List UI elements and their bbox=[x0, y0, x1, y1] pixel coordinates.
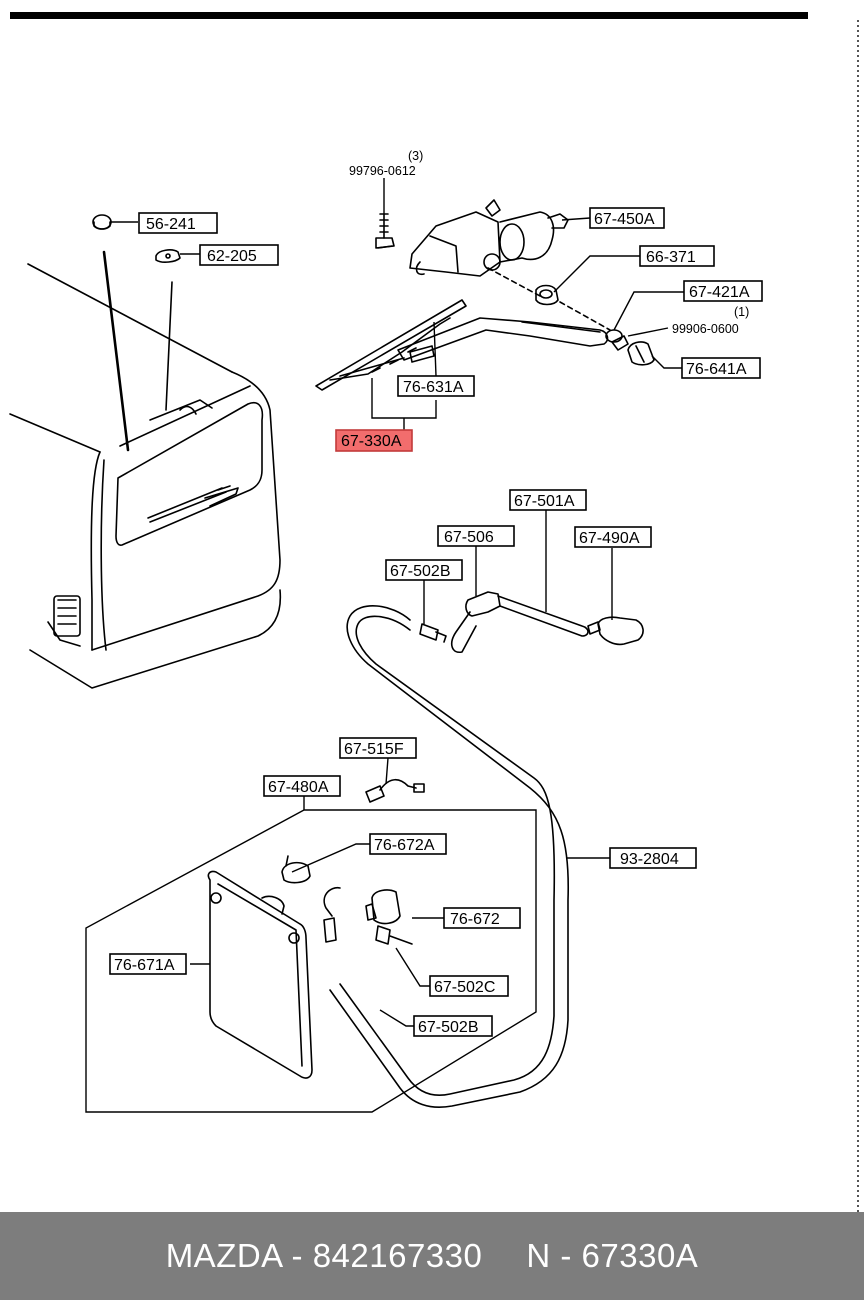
svg-text:67-330A: 67-330A bbox=[341, 433, 402, 450]
assembly-outline-67480A bbox=[85, 809, 537, 1113]
label-67-450A: 67-450A bbox=[589, 207, 665, 229]
label-67-502B-bottom: 67-502B bbox=[413, 1015, 493, 1037]
svg-text:62-205: 62-205 bbox=[207, 248, 257, 265]
wiper-arm bbox=[397, 317, 623, 363]
svg-text:67-506: 67-506 bbox=[444, 529, 494, 546]
cap-76641A bbox=[627, 341, 655, 366]
grommet-66371 bbox=[535, 284, 559, 306]
pump-76672 bbox=[323, 886, 413, 945]
parts-diagram: 56-241 62-205 67-450A 66-371 67-421A 76-… bbox=[9, 12, 859, 1212]
svg-text:67-480A: 67-480A bbox=[268, 779, 329, 796]
svg-text:76-672A: 76-672A bbox=[374, 837, 435, 854]
label-67-501A: 67-501A bbox=[509, 489, 587, 511]
footer-brand-number: MAZDA - 842167330 bbox=[165, 1237, 483, 1274]
label-76-671A: 76-671A bbox=[109, 953, 187, 975]
top-border-bar bbox=[10, 12, 808, 19]
label-67-502C: 67-502C bbox=[429, 975, 509, 997]
joint-67506 bbox=[450, 591, 501, 654]
nut-99906 bbox=[611, 335, 629, 351]
label-76-631A: 76-631A bbox=[397, 375, 475, 397]
svg-text:67-450A: 67-450A bbox=[594, 211, 655, 228]
svg-text:67-502B: 67-502B bbox=[418, 1019, 479, 1036]
svg-text:56-241: 56-241 bbox=[146, 216, 196, 233]
hose-67501A bbox=[497, 595, 589, 637]
label-67-490A: 67-490A bbox=[574, 526, 652, 548]
svg-text:76-672: 76-672 bbox=[450, 911, 500, 928]
wiper-motor bbox=[409, 199, 611, 331]
vehicle-rear-drawing bbox=[9, 250, 282, 689]
svg-text:76-671A: 76-671A bbox=[114, 957, 175, 974]
svg-text:67-502C: 67-502C bbox=[434, 979, 495, 996]
footer-bar: MAZDA - 842167330 N - 67330A bbox=[0, 1212, 864, 1300]
qty-note-1: (1) bbox=[734, 305, 749, 319]
leader-lines bbox=[110, 178, 684, 1027]
svg-text:67-490A: 67-490A bbox=[579, 530, 640, 547]
bolt-99796 bbox=[375, 213, 395, 249]
svg-text:93-2804: 93-2804 bbox=[620, 851, 679, 868]
grommet-56241 bbox=[92, 214, 112, 230]
connector-67502B bbox=[419, 623, 447, 643]
svg-text:76-631A: 76-631A bbox=[403, 379, 464, 396]
nut-part-number: 99906-0600 bbox=[672, 322, 739, 336]
svg-text:67-421A: 67-421A bbox=[689, 284, 750, 301]
label-62-205: 62-205 bbox=[199, 244, 279, 266]
label-67-330A-highlighted[interactable]: 67-330A bbox=[335, 429, 413, 452]
label-67-480A: 67-480A bbox=[263, 775, 341, 797]
wiper-blade bbox=[315, 299, 467, 391]
clip-62205 bbox=[155, 249, 181, 263]
svg-text:66-371: 66-371 bbox=[646, 249, 696, 266]
label-67-502B-top: 67-502B bbox=[385, 559, 463, 581]
bolt-part-number: 99796-0612 bbox=[349, 164, 416, 178]
label-56-241: 56-241 bbox=[138, 212, 218, 234]
label-67-506: 67-506 bbox=[437, 525, 515, 547]
harness-67515F bbox=[365, 778, 425, 803]
label-67-515F: 67-515F bbox=[339, 737, 417, 759]
label-67-421A: 67-421A bbox=[683, 280, 763, 302]
washer-nozzle bbox=[587, 616, 644, 646]
svg-text:67-501A: 67-501A bbox=[514, 493, 575, 510]
connector-67502C bbox=[323, 917, 337, 943]
svg-text:67-515F: 67-515F bbox=[344, 741, 404, 758]
qty-note-3: (3) bbox=[408, 149, 423, 163]
cap-76672A bbox=[281, 855, 311, 884]
washer-tank bbox=[207, 870, 313, 1079]
label-76-641A: 76-641A bbox=[681, 357, 761, 379]
svg-text:76-641A: 76-641A bbox=[686, 361, 747, 378]
svg-text:67-502B: 67-502B bbox=[390, 563, 451, 580]
hose-932804 bbox=[329, 605, 570, 1108]
label-76-672: 76-672 bbox=[443, 907, 521, 929]
label-93-2804: 93-2804 bbox=[609, 847, 697, 869]
label-76-672A: 76-672A bbox=[369, 833, 447, 855]
footer-part-code: N - 67330A bbox=[526, 1237, 699, 1274]
label-66-371: 66-371 bbox=[639, 245, 715, 267]
